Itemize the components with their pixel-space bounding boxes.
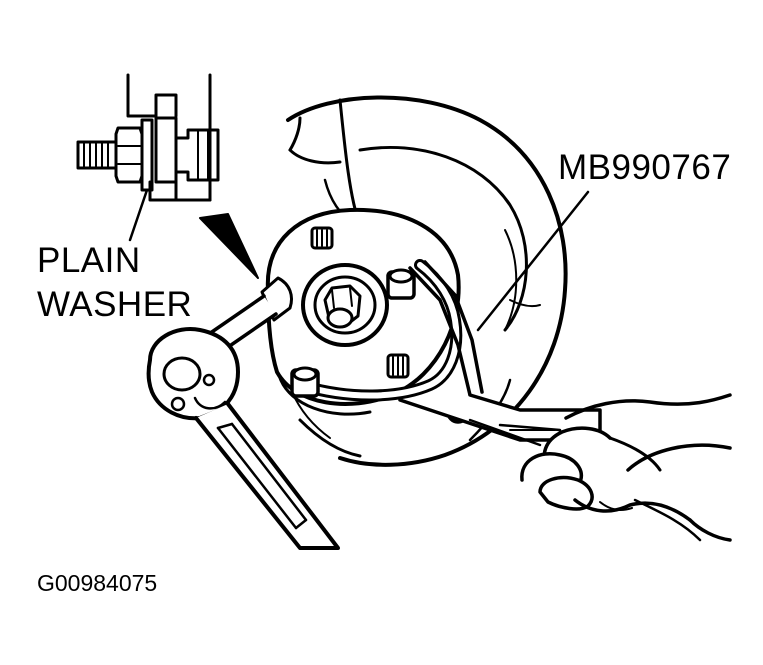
tool-pin bbox=[386, 268, 416, 300]
hub-holder-tool bbox=[290, 190, 602, 447]
hand bbox=[520, 393, 732, 542]
wheel-stud bbox=[386, 353, 410, 379]
plain-washer-shape bbox=[140, 118, 154, 192]
bolt-thread bbox=[76, 140, 118, 170]
wheel-studs bbox=[310, 226, 410, 379]
wheel-hub bbox=[265, 207, 461, 416]
figure-id-label: G00984075 bbox=[37, 570, 158, 596]
hub-nut bbox=[323, 284, 362, 329]
tool-pin bbox=[290, 366, 320, 398]
plain-label: PLAIN bbox=[37, 241, 141, 280]
bolt-inset bbox=[76, 73, 259, 279]
washer-label: WASHER bbox=[37, 285, 193, 324]
ratchet-wrench bbox=[146, 276, 340, 550]
tool-number-label: MB990767 bbox=[558, 148, 732, 187]
wheel-stud bbox=[310, 226, 334, 250]
